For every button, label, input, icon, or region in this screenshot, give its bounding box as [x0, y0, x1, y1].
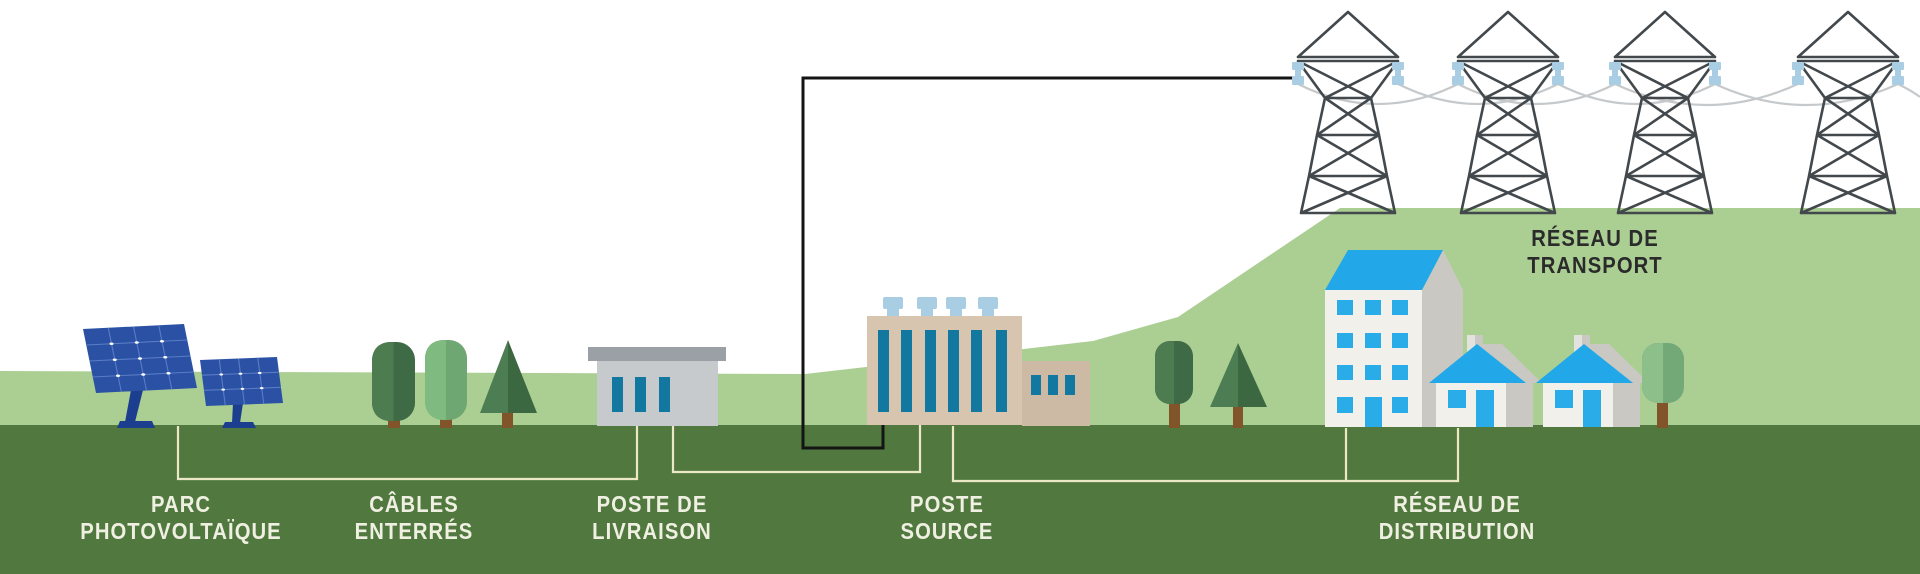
pylon-icon — [1450, 10, 1566, 215]
house-1 — [1429, 335, 1542, 427]
label-line: PHOTOVOLTAÏQUE — [80, 518, 282, 544]
solar-panel-small — [200, 357, 283, 428]
label-line: ENTERRÉS — [354, 518, 474, 544]
label-line: CÂBLES — [369, 491, 459, 517]
label-line: PARC — [150, 491, 212, 517]
export-cable — [801, 76, 1298, 450]
source-substation-building — [867, 297, 1090, 426]
label-line: RÉSEAU DE — [1393, 491, 1521, 517]
label-line: POSTE — [910, 491, 984, 517]
pylon-icon — [1290, 10, 1406, 215]
label-line: TRANSPORT — [1527, 252, 1663, 278]
solar-panel-large — [83, 324, 197, 428]
tree-far-right — [1642, 343, 1684, 428]
delivery-substation-building — [588, 347, 726, 426]
transmission-wires — [1297, 82, 1920, 107]
label-parc-photovoltaique: PARC PHOTOVOLTAÏQUE — [80, 492, 281, 544]
tree-group-left — [372, 340, 537, 428]
label-poste-de-livraison: POSTE DE LIVRAISON — [592, 492, 712, 544]
insulator-caps — [883, 297, 998, 317]
bracket-distribution — [951, 426, 1460, 483]
apartment-building — [1325, 250, 1463, 427]
tree-group-right — [1155, 341, 1267, 428]
ground-foreground — [0, 425, 1920, 574]
pylon-icon — [1790, 10, 1906, 215]
pylon-icon — [1607, 10, 1723, 215]
label-reseau-de-transport: RÉSEAU DE TRANSPORT — [1527, 226, 1662, 278]
underground-connector-lines — [176, 424, 1460, 483]
label-line: RÉSEAU DE — [1531, 225, 1659, 251]
house-2 — [1536, 335, 1649, 427]
label-line: DISTRIBUTION — [1378, 518, 1536, 544]
label-line: LIVRAISON — [592, 518, 712, 544]
label-cables-enterres: CÂBLES ENTERRÉS — [355, 492, 474, 544]
label-poste-source: POSTE SOURCE — [901, 492, 994, 544]
transmission-pylons — [1290, 10, 1906, 215]
label-reseau-de-distribution: RÉSEAU DE DISTRIBUTION — [1379, 492, 1536, 544]
label-line: POSTE DE — [596, 491, 708, 517]
bracket-delivery-to-source — [671, 424, 922, 474]
label-line: SOURCE — [900, 518, 994, 544]
bracket-buried-cables — [176, 424, 639, 481]
